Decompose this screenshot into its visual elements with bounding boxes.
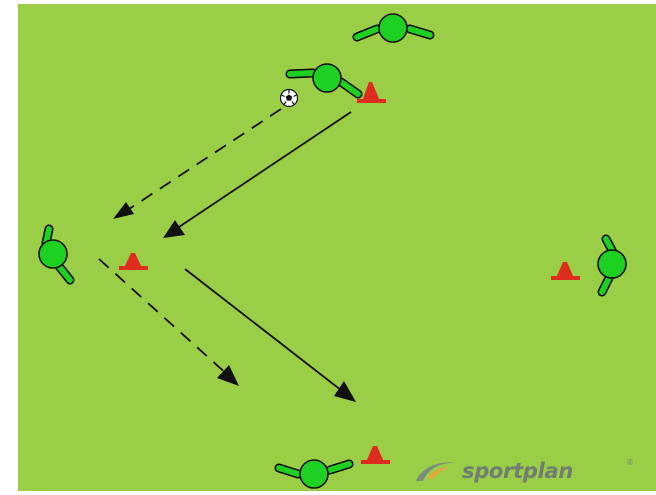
cone-top <box>357 82 386 103</box>
player-top <box>352 13 435 43</box>
player-right <box>597 234 627 297</box>
sportplan-logo-text: sportplan <box>462 459 574 483</box>
player-left <box>38 224 75 285</box>
pass-arrow-lower <box>98 258 230 377</box>
soccer-ball-icon <box>279 88 299 108</box>
run-arrowhead-upper <box>163 220 185 238</box>
cone-left <box>119 253 148 270</box>
pass-arrowhead-lower <box>217 365 239 386</box>
player-passer <box>285 63 363 99</box>
cone-bottom <box>361 446 390 464</box>
registered-mark: ® <box>626 458 634 467</box>
pass-arrow-upper <box>119 108 282 216</box>
sportplan-logo-icon <box>416 462 456 481</box>
cone-right <box>551 262 580 280</box>
player-bottom <box>274 459 354 489</box>
run-arrow-lower <box>184 268 347 395</box>
pass-arrowhead-upper <box>113 202 134 219</box>
run-arrow-upper <box>172 111 352 232</box>
run-arrowhead-lower <box>334 381 356 402</box>
